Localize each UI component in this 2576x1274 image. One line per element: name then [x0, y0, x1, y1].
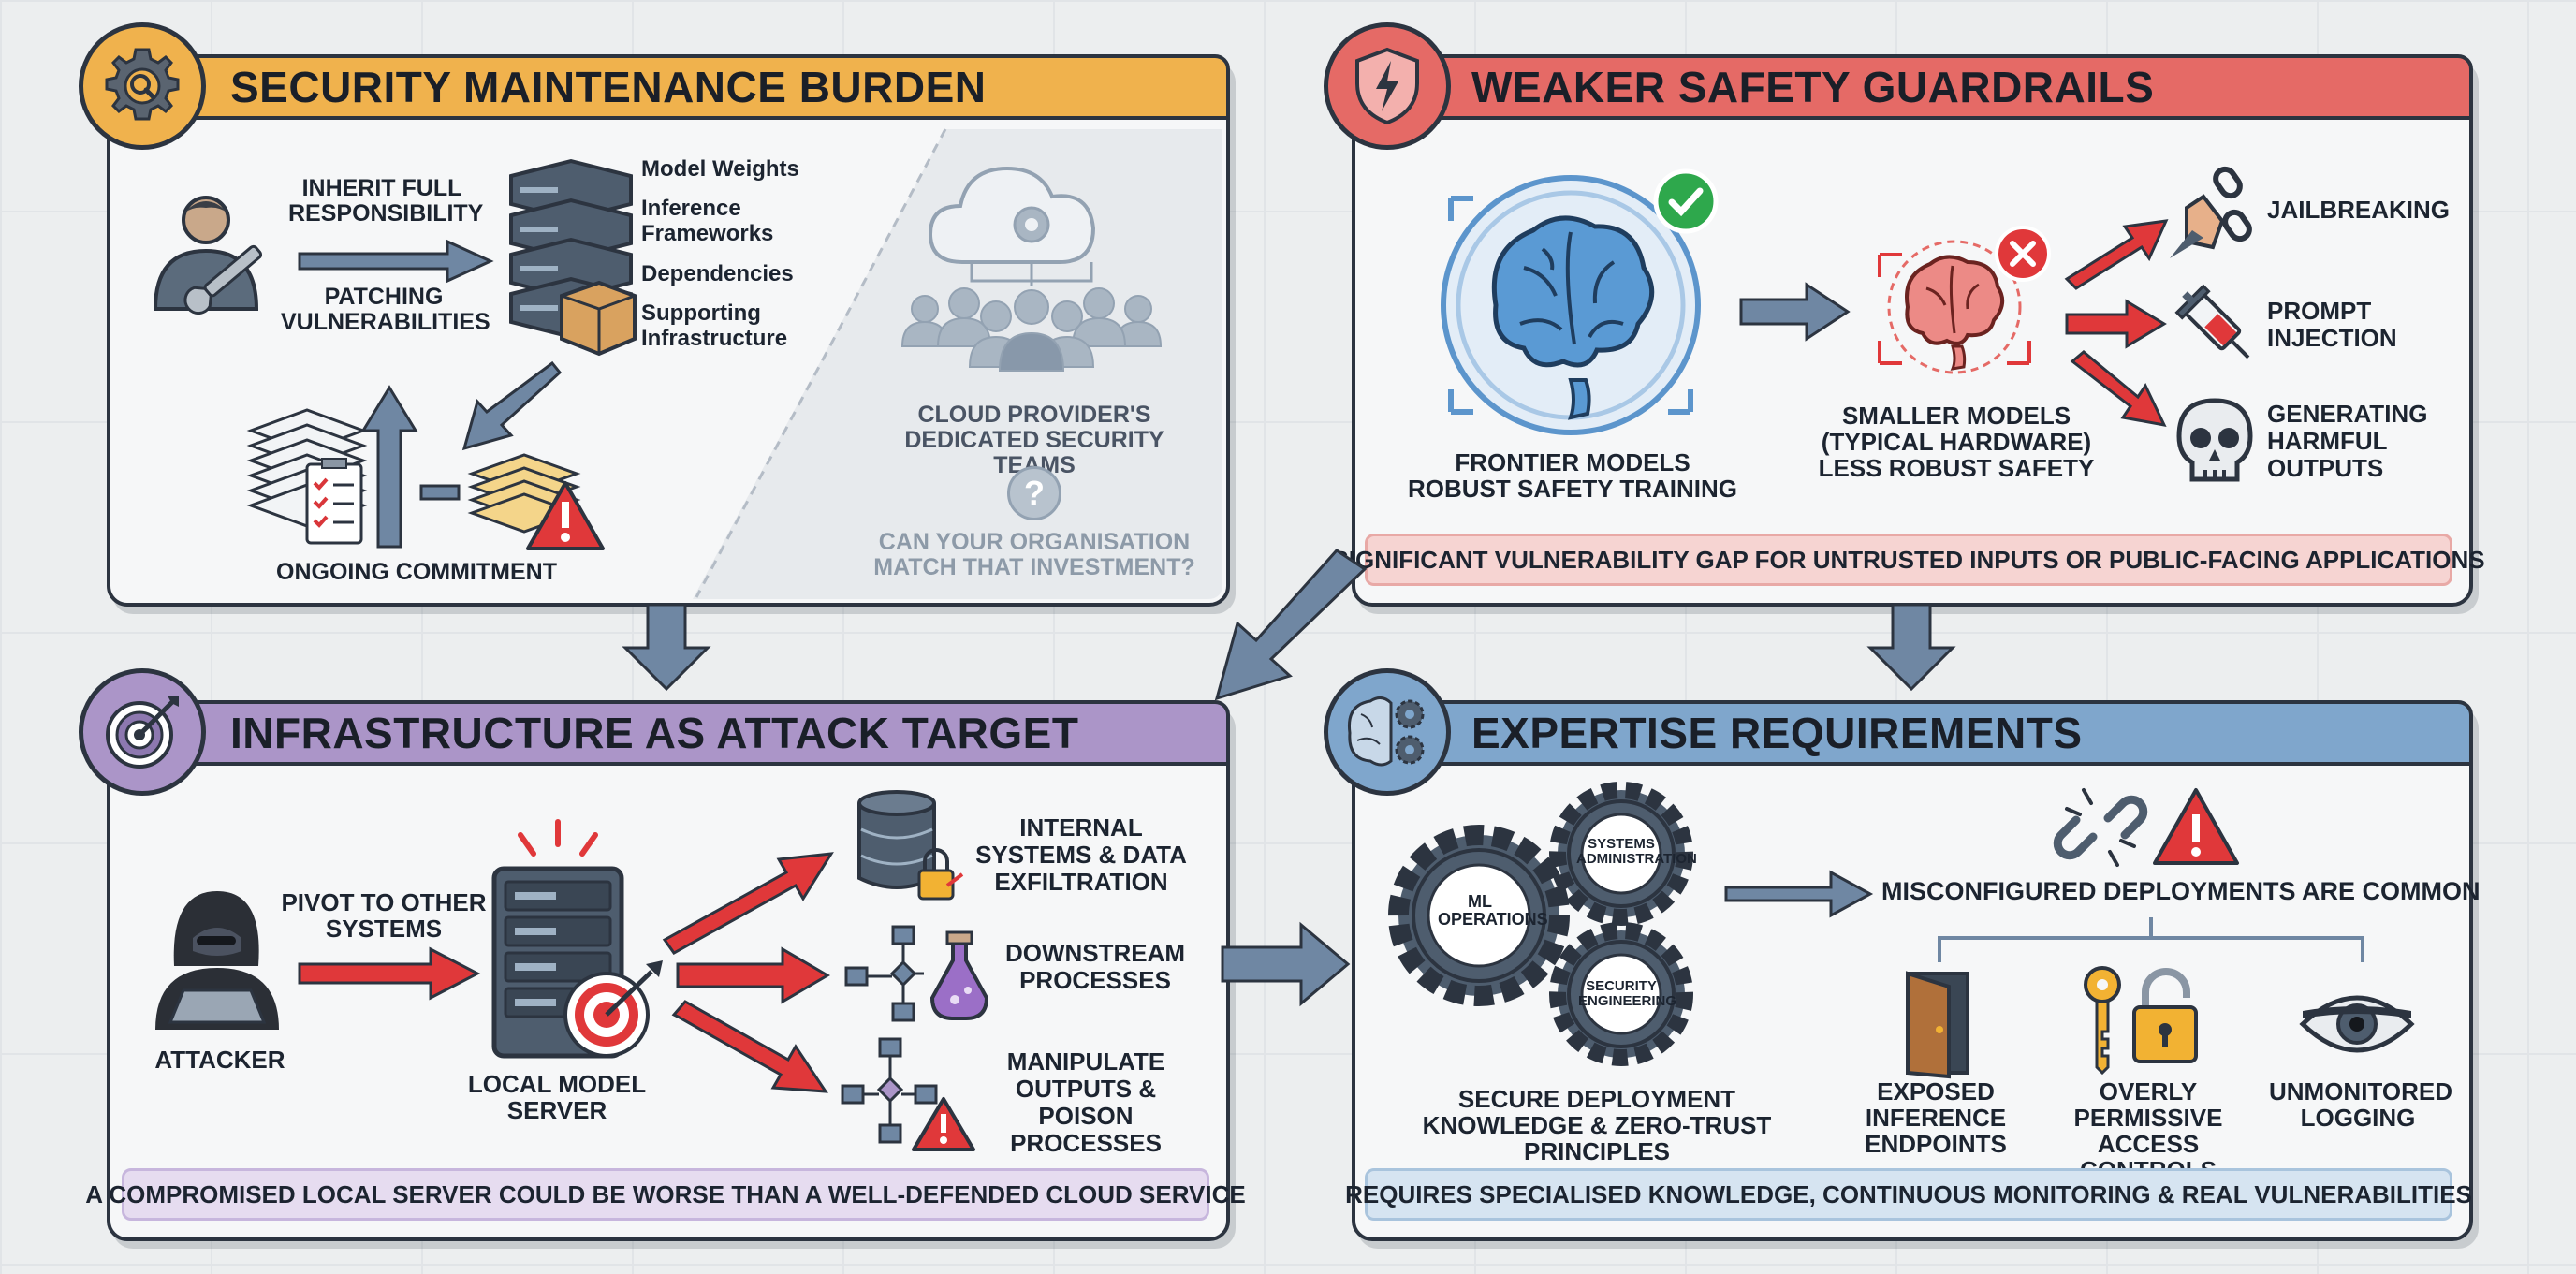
infra-panel: INFRASTRUCTURE AS ATTACK TARGET: [107, 700, 1230, 1241]
gears-to-misconfig-arrow: [1724, 870, 1874, 918]
patching-label: PATCHING VULNERABILITIES: [281, 284, 490, 335]
local-server-icon: [491, 819, 663, 1059]
right-arrow: [1739, 282, 1851, 342]
guardrails-to-expertise-arrow: [1866, 603, 1956, 692]
expertise-header: EXPERTISE REQUIREMENTS: [1352, 700, 2473, 766]
knowledge-label: SECURE DEPLOYMENT KNOWLEDGE & ZERO-TRUST…: [1422, 1085, 1772, 1166]
stack-item: Inference Frameworks: [641, 196, 774, 246]
pivot-arrow: [298, 946, 481, 1001]
gear-security-eng: SECURITY ENGINEERING: [1578, 978, 1677, 1010]
up-arrow: [360, 385, 418, 549]
security-to-infra-arrow: [622, 603, 711, 692]
technician-icon: [153, 196, 263, 315]
frontier-label: FRONTIER MODELS ROBUST SAFETY TRAINING: [1408, 448, 1737, 504]
broken-chain-hand-icon: [2170, 166, 2252, 258]
security-title: SECURITY MAINTENANCE BURDEN: [230, 63, 987, 111]
security-header: SECURITY MAINTENANCE BURDEN: [107, 54, 1230, 120]
shield-lightning-icon: [1355, 47, 1419, 125]
stack-item: Supporting Infrastructure: [641, 300, 788, 351]
risk-arrows: [2064, 219, 2169, 427]
attacker-label: ATTACKER: [154, 1046, 285, 1074]
infra-to-expertise-arrow: [1221, 921, 1351, 1007]
target-manipulate: MANIPULATE OUTPUTS & POISON PROCESSES: [1006, 1047, 1165, 1158]
stack-item: Model Weights: [641, 156, 799, 182]
x-icon: [1995, 226, 2051, 282]
guardrails-footer: SIGNIFICANT VULNERABILITY GAP FOR UNTRUS…: [1332, 534, 2485, 586]
flow-potion-icon: [844, 925, 989, 1022]
flow-warning-icon: [841, 1037, 975, 1151]
misconfig-label: MISCONFIGURED DEPLOYMENTS ARE COMMON: [1881, 877, 2481, 905]
server-stack-icon: [509, 158, 637, 357]
smaller-label: SMALLER MODELS (TYPICAL HARDWARE) LESS R…: [1818, 402, 2095, 483]
security-badge: [79, 22, 206, 150]
frontier-brain-icon: [1441, 175, 1701, 435]
brain-gears-icon: [1347, 696, 1425, 767]
infra-header: INFRASTRUCTURE AS ATTACK TARGET: [107, 700, 1230, 766]
documents-checklist-icon: [246, 408, 368, 545]
smaller-brain-icon: [1878, 240, 2031, 374]
server-label: LOCAL MODEL SERVER: [467, 1070, 647, 1125]
target-icon: [106, 696, 179, 769]
guardrails-header: WEAKER SAFETY GUARDRAILS: [1352, 54, 2473, 120]
infra-badge: [79, 668, 206, 796]
gear-systems-admin: SYSTEMS ADMINISTRATION: [1576, 836, 1697, 868]
target-downstream: DOWNSTREAM PROCESSES: [1004, 939, 1186, 995]
key-padlock-icon: [2084, 966, 2198, 1076]
broken-chain-icon: [2053, 788, 2148, 867]
question-icon: ?: [1007, 466, 1061, 520]
attack-arrows: [662, 852, 834, 1093]
yellow-docs-warning-icon: [467, 453, 605, 550]
infra-footer: A COMPROMISED LOCAL SERVER COULD BE WORS…: [85, 1168, 1246, 1221]
guardrails-badge: [1324, 22, 1451, 150]
open-door-icon: [1906, 971, 1969, 1079]
ongoing-label: ONGOING COMMITMENT: [276, 559, 557, 585]
gears-cluster: [1388, 782, 1693, 1066]
pivot-label: PIVOT TO OTHER SYSTEMS: [281, 888, 487, 944]
expertise-badge: [1324, 668, 1451, 796]
issues-bracket: [1938, 917, 2364, 962]
warning-triangle-icon: [2153, 788, 2239, 865]
cloud-team-icon: [900, 166, 1163, 372]
expertise-title: EXPERTISE REQUIREMENTS: [1471, 709, 2083, 757]
dash-connector: [419, 484, 461, 501]
database-lock-icon: [857, 790, 964, 901]
syringe-icon: [2174, 284, 2250, 359]
risk-jailbreaking: JAILBREAKING: [2267, 196, 2451, 224]
gear-search-icon: [105, 48, 180, 121]
hooded-attacker-icon: [155, 891, 279, 1030]
target-internal-systems: INTERNAL SYSTEMS & DATA EXFILTRATION: [975, 813, 1187, 897]
inherit-arrow: [298, 239, 494, 284]
issue-unmonitored-logging: UNMONITORED LOGGING: [2269, 1077, 2452, 1133]
gear-ml-operations: ML OPERATIONS: [1438, 892, 1548, 930]
eye-slash-icon: [2299, 995, 2415, 1053]
issue-exposed-endpoints: EXPOSED INFERENCE ENDPOINTS: [1865, 1077, 2007, 1159]
infra-title: INFRASTRUCTURE AS ATTACK TARGET: [230, 709, 1079, 757]
guardrails-title: WEAKER SAFETY GUARDRAILS: [1471, 63, 2155, 111]
risk-harmful-outputs: GENERATING HARMFUL OUTPUTS: [2267, 400, 2428, 483]
down-left-arrow: [461, 360, 563, 451]
question-label: CAN YOUR ORGANISATION MATCH THAT INVESTM…: [873, 529, 1195, 580]
skull-icon: [2176, 398, 2253, 482]
expertise-footer: REQUIRES SPECIALISED KNOWLEDGE, CONTINUO…: [1345, 1168, 2472, 1221]
check-icon: [1653, 168, 1719, 234]
stack-item: Dependencies: [641, 261, 794, 286]
risk-prompt-injection: PROMPT INJECTION: [2267, 297, 2397, 353]
guardrails-to-infra-arrow: [1214, 549, 1368, 701]
cloud-teams-label: CLOUD PROVIDER'S DEDICATED SECURITY TEAM…: [904, 402, 1164, 478]
inherit-label: INHERIT FULL RESPONSIBILITY: [288, 175, 484, 227]
